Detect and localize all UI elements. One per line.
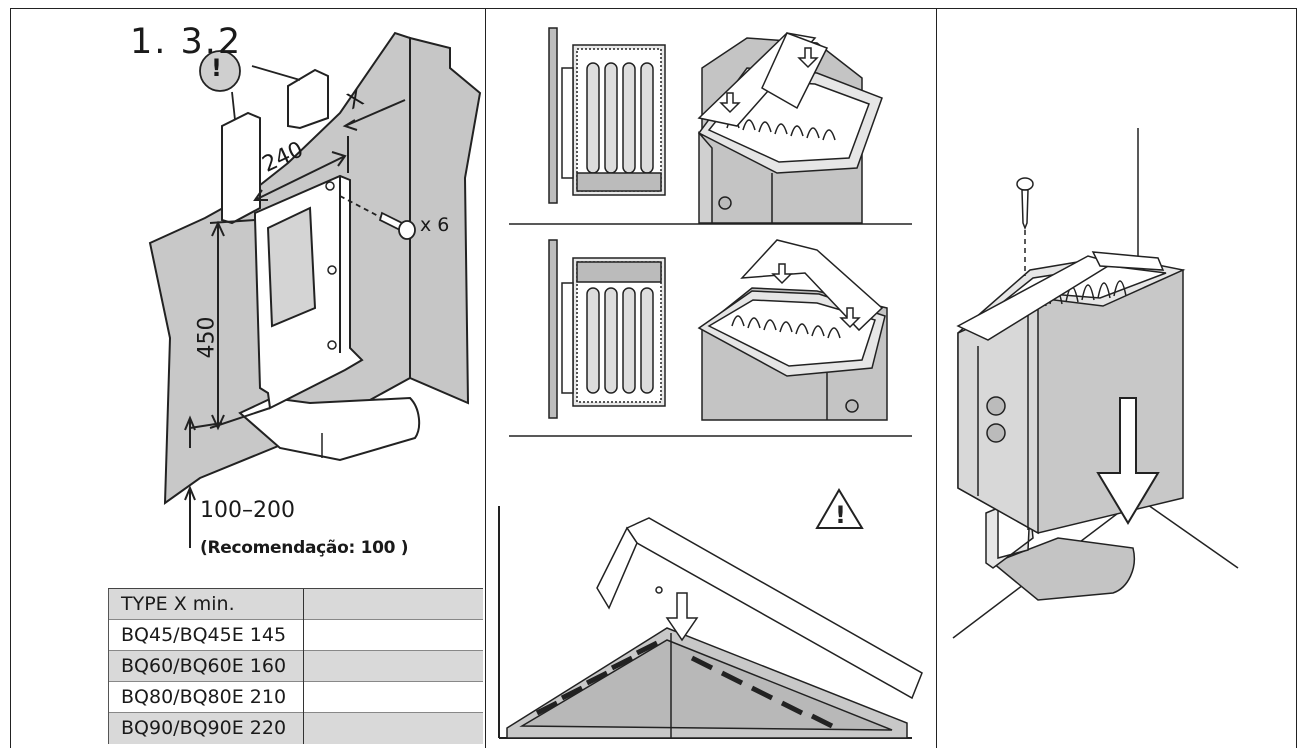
table-row: BQ90/BQ90E 220 xyxy=(108,712,483,744)
down-arrow-icon-right xyxy=(1096,397,1160,525)
floor-protection-plate xyxy=(991,537,1135,601)
label-floor-range: 100–200 xyxy=(200,498,295,523)
wall-mount-illustration xyxy=(148,31,482,548)
floor-protection xyxy=(238,396,421,462)
label-screw-count: x 6 xyxy=(420,214,450,236)
table-row: BQ80/BQ80E 210 xyxy=(108,681,483,713)
label-recommendation: (Recomendação: 100 ) xyxy=(200,538,409,558)
warning-triangle-icon xyxy=(815,488,864,529)
table-header: TYPE X min. xyxy=(108,588,303,620)
dimension-x xyxy=(342,99,406,173)
label-450: 450 xyxy=(194,316,220,359)
spec-table: TYPE X min. BQ45/BQ45E 145 BQ60/BQ60E 16… xyxy=(108,588,483,744)
divider-right xyxy=(936,8,937,748)
side-view-top xyxy=(548,27,666,204)
warning-triangle-symbol: ! xyxy=(835,501,846,529)
heater-install-illustration xyxy=(952,128,1239,639)
screw-icon-right xyxy=(1016,177,1034,276)
heater-grille-illustrations: ! xyxy=(498,27,923,739)
screw-icon xyxy=(339,195,416,240)
table-header-row: TYPE X min. xyxy=(108,588,483,620)
down-arrow-icon-large xyxy=(665,592,699,642)
battens xyxy=(221,68,329,225)
warning-circle-symbol: ! xyxy=(211,54,222,82)
heater-body xyxy=(957,255,1186,535)
mounting-bracket xyxy=(254,174,364,410)
dimension-floor xyxy=(184,415,223,548)
dimension-240 xyxy=(253,151,347,201)
roof-corner-closeup xyxy=(498,506,923,739)
divider-left xyxy=(485,8,486,748)
heater-top-view-2 xyxy=(697,239,888,421)
dimension-450 xyxy=(209,219,271,431)
heater-top-view-1 xyxy=(697,32,883,224)
diagram-frame xyxy=(10,8,1297,748)
table-row: BQ45/BQ45E 145 xyxy=(108,619,483,651)
table-row: BQ60/BQ60E 160 xyxy=(108,650,483,682)
section-number: 1. 3.2 xyxy=(130,22,243,62)
warning-circle-icon xyxy=(199,50,301,121)
down-arrow-icon xyxy=(719,47,819,114)
side-view-middle xyxy=(548,239,666,419)
